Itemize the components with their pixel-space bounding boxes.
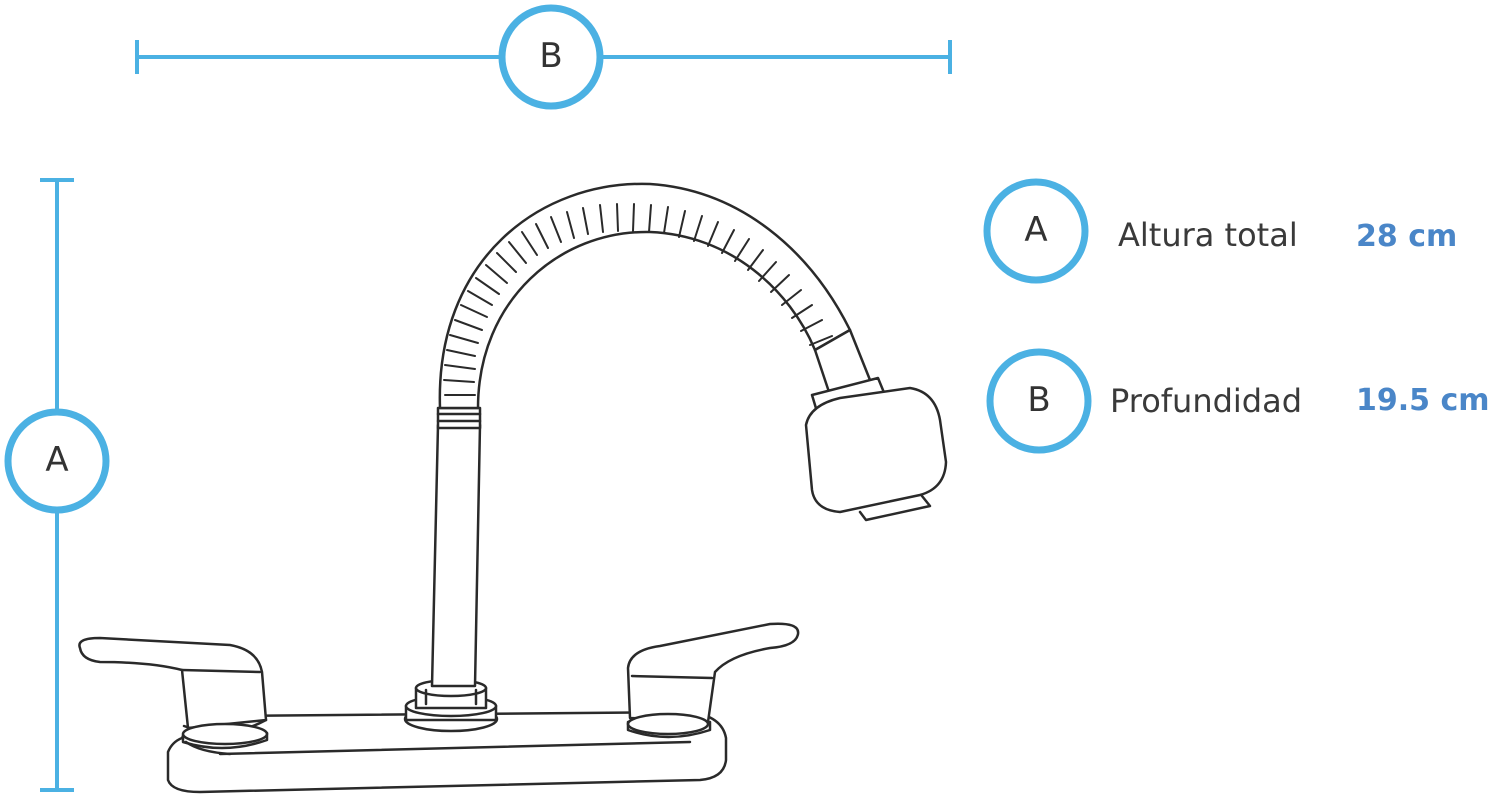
spec-height-label: Altura total bbox=[1118, 216, 1298, 254]
dimension-a-letter: A bbox=[45, 440, 69, 480]
spec-height-value: 28 cm bbox=[1356, 219, 1458, 254]
legend-a-marker bbox=[983, 178, 1089, 284]
dimension-a-marker bbox=[4, 408, 110, 514]
dimension-b-marker bbox=[498, 4, 604, 110]
gooseneck-ribs bbox=[443, 203, 833, 396]
legend-b-letter: B bbox=[1027, 380, 1051, 420]
spec-depth-label: Profundidad bbox=[1110, 382, 1303, 420]
spout-pipe bbox=[430, 423, 482, 688]
spray-head bbox=[804, 386, 948, 514]
legend-a-letter: A bbox=[1024, 210, 1048, 250]
legend-b-marker bbox=[986, 348, 1092, 454]
flexible-gooseneck bbox=[438, 182, 852, 410]
right-handle bbox=[626, 622, 800, 724]
dimension-a-line bbox=[4, 178, 110, 792]
faucet-illustration bbox=[78, 182, 948, 794]
dimension-b-line bbox=[135, 4, 952, 110]
left-handle bbox=[78, 636, 268, 730]
spec-depth-value: 19.5 cm bbox=[1356, 383, 1490, 418]
dimension-b-letter: B bbox=[539, 36, 563, 76]
